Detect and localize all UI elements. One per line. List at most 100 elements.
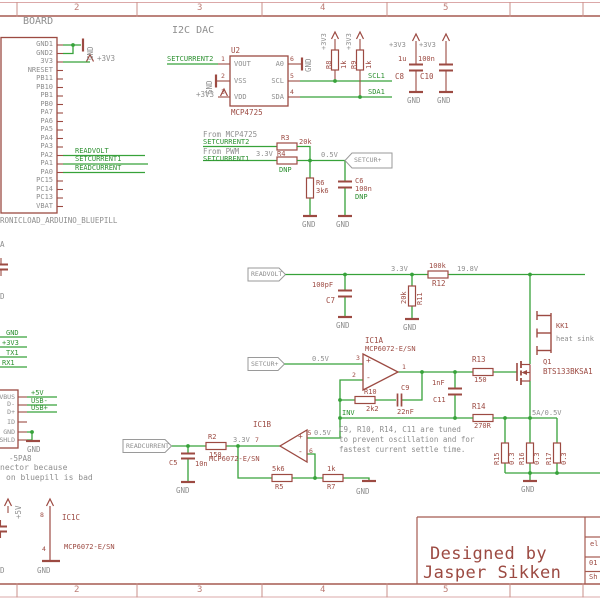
c11-value: 1nF: [432, 379, 445, 387]
c11-reference: C11: [433, 395, 446, 404]
sense-annotation: 5A/0.5V: [532, 408, 562, 417]
power-net-label: +5V: [14, 505, 23, 519]
ic1c-value: MCP6072-E/SN: [64, 543, 115, 551]
power-net-label: +3V3: [419, 40, 436, 49]
gnd-label: GND: [407, 95, 421, 105]
voltage-annotation: 3.3V: [256, 149, 273, 158]
r15-reference: R15: [493, 451, 501, 465]
r7-reference: R7: [327, 483, 336, 491]
gnd-label: GND: [336, 320, 350, 330]
kk1-reference: KK1: [556, 321, 569, 330]
opamp-plus-sign: +: [298, 431, 303, 441]
gnd-label: GND: [521, 485, 535, 494]
net-label-sda1: SDA1: [368, 87, 385, 96]
r14-reference: R14: [472, 401, 486, 411]
r10-value: 2k2: [366, 405, 379, 413]
r5-value: 5k6: [272, 465, 285, 473]
u2-pin-name: SDA: [271, 92, 284, 101]
net-label-setcurrent1: SETCURRENT1: [75, 155, 122, 163]
voltage-annotation: 0.5V: [314, 428, 331, 437]
ic1c-pin-number: 4: [42, 544, 46, 553]
cut-fragment: A: [0, 239, 5, 249]
frame-col-label: 2: [74, 585, 80, 595]
gnd-label: GND: [356, 486, 370, 496]
r6-reference: R6: [316, 179, 325, 187]
board-pin-label: PB10: [36, 82, 53, 91]
c6-value: 100n: [355, 184, 372, 193]
junction-dots: [30, 43, 559, 480]
power-stage: [340, 274, 600, 483]
u2-pin-number: 5: [290, 72, 294, 80]
net-label-gnd: GND: [6, 328, 19, 337]
board-pin-label: PC14: [36, 184, 53, 193]
frame-col-label: 3: [197, 585, 203, 595]
usb-pin-name: GND: [3, 427, 15, 436]
r17-value: 0.3: [560, 451, 568, 465]
r8-reference: R8: [325, 60, 333, 69]
frame-col-label: 5: [443, 3, 449, 13]
c5-reference: C5: [169, 459, 178, 467]
c5-value: 10n: [195, 459, 208, 468]
board-pin-label: PA2: [40, 150, 53, 159]
tuning-note: C9, R10, R14, C11 are tuned: [339, 425, 461, 434]
board-title: BOARD: [23, 16, 54, 27]
opamp-minus-sign: -: [366, 372, 371, 382]
net-label-setcurrent1: SETCURRENT1: [203, 155, 250, 163]
u2-pin-name: VDD: [234, 92, 247, 101]
readvolt-network: [247, 267, 585, 321]
opamp-minus-sign: -: [298, 447, 303, 456]
r14-value: 270R: [474, 422, 491, 430]
gnd-label: GND: [403, 322, 417, 332]
net-label-readvolt: READVOLT: [75, 146, 109, 155]
board-pin-label: PA0: [40, 167, 53, 176]
ic1b-symbol: [122, 428, 376, 484]
r2-value: 150: [209, 450, 222, 459]
ic1b-pin-number: 6: [309, 446, 313, 455]
usb-pin-name: ID: [7, 417, 15, 426]
board-pin-label: PB0: [40, 99, 53, 108]
u2-pin-name: VOUT: [234, 59, 251, 68]
mosfet-symbol: [516, 361, 531, 385]
kk1-value: heat sink: [556, 334, 594, 343]
r11-reference: R11: [416, 291, 424, 305]
u2-pin-name: A0: [275, 59, 284, 68]
u2-pin-number: 3: [221, 88, 225, 96]
frame-col-label: 3: [197, 3, 203, 13]
heatsink-symbol: [536, 311, 552, 355]
r8-value: 1k: [340, 60, 348, 69]
tuning-note: fastest current settle time.: [339, 445, 466, 454]
u2-pin-number: 6: [290, 55, 294, 63]
r3-value: 20k: [299, 137, 312, 146]
u2-pin-number: 4: [290, 88, 294, 96]
gnd-label: GND: [437, 95, 451, 105]
left-edge-fragments: [0, 258, 57, 449]
frame-col-label: 5: [443, 585, 449, 595]
ic1b-value: MCP6072-E/SN: [209, 454, 260, 463]
board-pin-label: 3V3: [40, 57, 53, 65]
setcur-flag-label: SETCUR+: [354, 155, 382, 164]
usb-pin-name: VBUS: [0, 392, 15, 401]
r17-reference: R17: [545, 451, 553, 465]
power-net-label: +3V3: [345, 33, 353, 50]
board-pin-label: PA3: [40, 142, 53, 150]
board-pin-label: PC15: [36, 176, 53, 184]
annotation: From PWM: [203, 147, 240, 156]
frame-col-label: 4: [320, 3, 326, 13]
r9-reference: R9: [350, 60, 358, 69]
net-label-usb-plus: USB+: [31, 403, 48, 412]
board-pin-label: PA1: [40, 159, 53, 167]
c9-value: 22nF: [397, 407, 414, 416]
ic1a-pin-number: 1: [402, 362, 406, 371]
ic1a-symbol: [247, 352, 462, 439]
ic1b-pin-number: 5: [307, 428, 312, 437]
board-pin-label: PC13: [36, 193, 53, 201]
titleblock-field: el: [590, 539, 599, 548]
gnd-label: GND: [37, 566, 51, 575]
r2-reference: R2: [208, 432, 217, 441]
board-symbol: [0, 36, 148, 214]
usb-pin-name: D-: [7, 400, 15, 408]
ic1a-value: MCP6072-E/SN: [365, 344, 416, 353]
r5-reference: R5: [275, 483, 284, 491]
r12-value: 100k: [429, 261, 446, 270]
